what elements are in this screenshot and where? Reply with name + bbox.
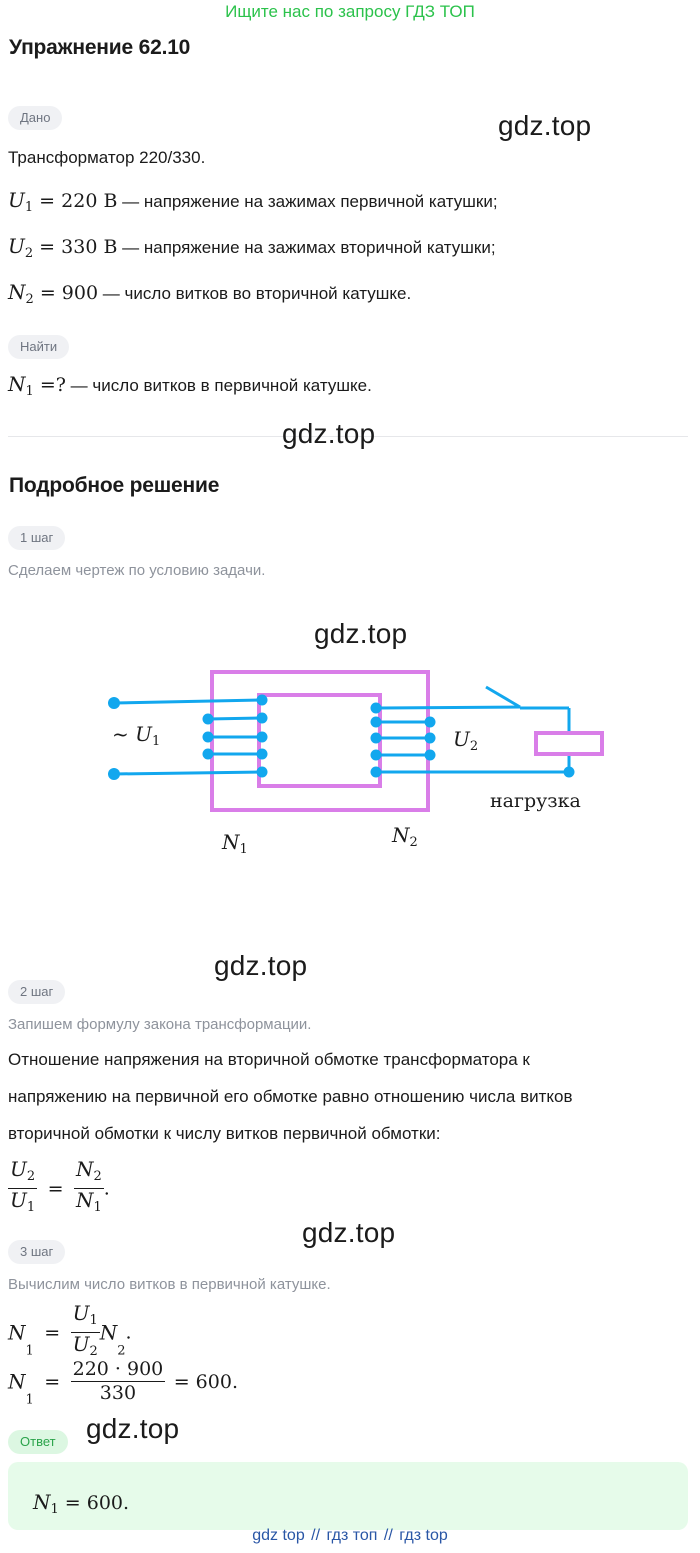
calculation-formula: N1 = 220 · 900 330 = 600. [8, 1358, 238, 1408]
search-banner[interactable]: Ищите нас по запросу ГДЗ ТОП [225, 2, 475, 21]
step-text-line: вторичной обмотки к числу витков первичн… [8, 1124, 441, 1143]
footer-link[interactable]: gdz top [252, 1527, 305, 1544]
find-line: N1 =? — число витков в первичной катушке… [8, 372, 372, 399]
watermark: gdz.top [214, 950, 308, 981]
transformation-formula: U2 U1 = N2 N1 . [8, 1157, 110, 1215]
turns-formula: N1 = U1 U2 N2. [8, 1301, 132, 1360]
answer-pill: Ответ [8, 1430, 68, 1454]
given-line: U2 = 330 В — напряжение на зажимах втори… [8, 234, 496, 261]
answer-box [8, 1462, 688, 1530]
n2-label: N2 [392, 823, 418, 850]
step-pill: 2 шаг [8, 980, 66, 1004]
step-hint: Вычислим число витков в первичной катушк… [8, 1276, 331, 1293]
footer-link[interactable]: гдз top [399, 1527, 448, 1544]
footer-separator: // [311, 1527, 321, 1544]
answer-value: N1= 600. [33, 1490, 130, 1517]
find-pill: Найти [8, 335, 70, 359]
step-pill: 3 шаг [8, 1240, 66, 1264]
secondary-wires [375, 685, 571, 774]
primary-wires [113, 698, 263, 776]
exercise-title: Упражнение 62.10 [9, 36, 191, 59]
divider [8, 436, 688, 437]
watermark: gdz.top [302, 1217, 396, 1248]
footer-separator: // [383, 1527, 393, 1544]
step-hint: Сделаем чертеж по условию задачи. [8, 562, 266, 579]
step-text-line: Отношение напряжения на вторичной обмотк… [8, 1050, 530, 1069]
given-pill: Дано [8, 106, 63, 130]
step-hint: Запишем формулу закона трансформации. [8, 1016, 312, 1033]
secondary-terminals [370, 702, 575, 778]
footer-link[interactable]: гдз топ [326, 1527, 378, 1544]
watermark: gdz.top [86, 1413, 180, 1444]
watermark: gdz.top [282, 418, 376, 449]
watermark: gdz.top [498, 110, 592, 141]
u2-label: U2 [453, 727, 479, 754]
primary-terminals [108, 694, 268, 780]
step-pill: 1 шаг [8, 526, 66, 550]
given-intro: Трансформатор 220/330. [8, 148, 206, 167]
watermark: gdz.top [314, 618, 408, 649]
transformer-diagram [108, 670, 604, 812]
transformer-core [210, 670, 430, 812]
load-label: нагрузка [490, 790, 581, 812]
given-line: N2 = 900 — число витков во вторичной кат… [8, 280, 412, 307]
n1-label: N1 [222, 830, 248, 857]
solution-title: Подробное решение [9, 474, 220, 497]
u1-label: ~ U1 [112, 722, 161, 749]
load-resistor [534, 731, 604, 756]
given-line: U1 = 220 В — напряжение на зажимах перви… [8, 188, 498, 215]
step-text-line: напряжению на первичной его обмотке равн… [8, 1087, 573, 1106]
footer-links: gdz top // гдз топ // гдз top [0, 1527, 700, 1545]
